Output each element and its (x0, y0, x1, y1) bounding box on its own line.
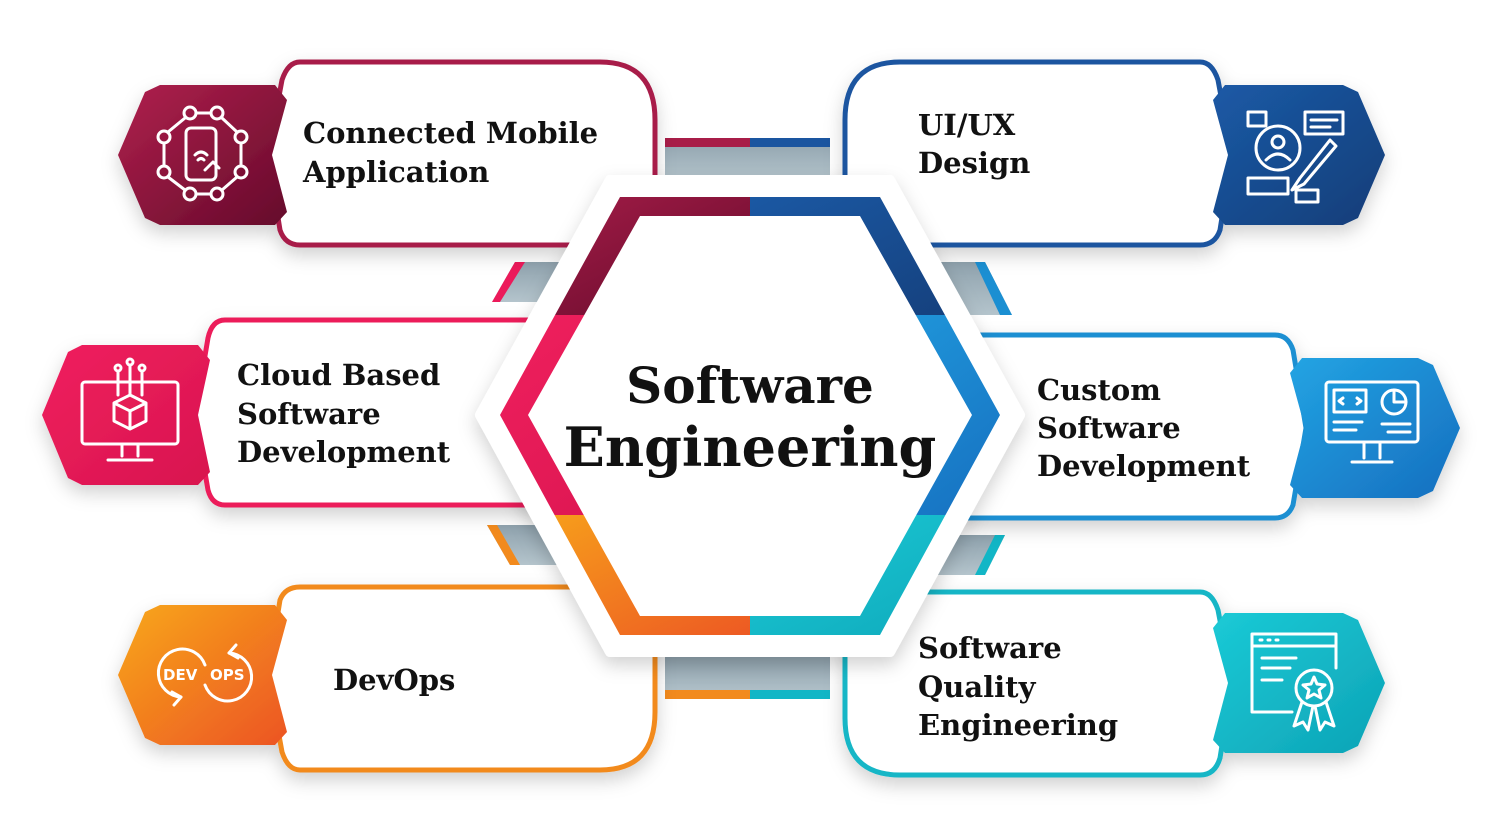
code-monitor-icon (1324, 380, 1420, 464)
card-cloud-based-software-development[interactable] (42, 317, 543, 508)
connectors (487, 138, 1012, 699)
ui-design-icon (1246, 110, 1345, 204)
card-icon-badge (1290, 358, 1460, 498)
cloud-cube-monitor-icon (80, 357, 180, 462)
svg-text:DEV: DEV (163, 666, 198, 684)
quality-certificate-icon (1250, 632, 1338, 732)
card-icon-badge (118, 85, 287, 225)
svg-text:OPS: OPS (210, 666, 245, 684)
card-icon-badge (118, 605, 287, 745)
card-icon-badge (42, 345, 210, 485)
mobile-network-icon (156, 105, 249, 202)
center-hexagon: Software Engineering (475, 175, 1025, 657)
card-devops[interactable] (118, 584, 658, 773)
card-connected-mobile-application[interactable] (118, 59, 658, 248)
center-title-line2: Engineering (564, 415, 937, 479)
card-software-quality-engineering[interactable] (842, 589, 1385, 778)
devops-loop-icon: DEV OPS (156, 643, 254, 707)
card-title: DevOps (333, 663, 455, 697)
center-title-line1: Software (626, 356, 874, 415)
card-icon-badge (1213, 613, 1385, 753)
